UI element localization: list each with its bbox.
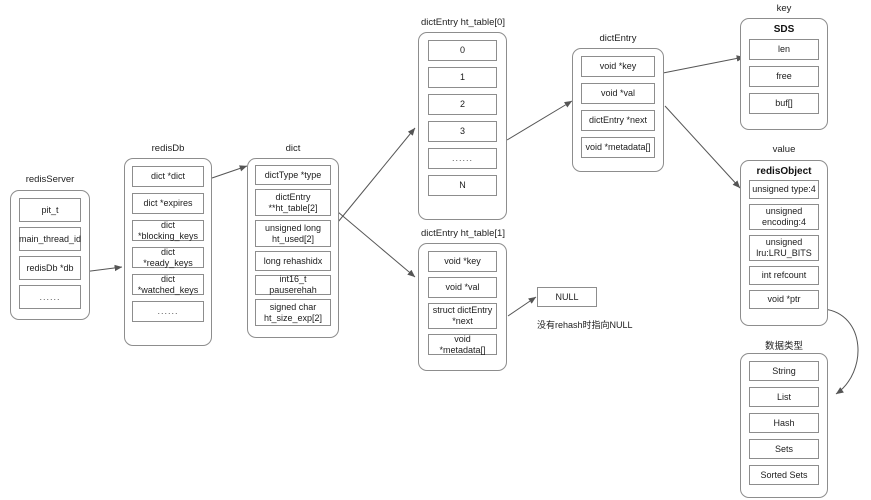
key-field-0: len (749, 39, 819, 60)
redisServer-group: pit_t main_thread_id redisDb *db ...... (10, 190, 90, 320)
redisServer-field-2: redisDb *db (19, 256, 81, 280)
dict-field-5: signed char ht_size_exp[2] (255, 299, 331, 326)
dataTypes-item-0: String (749, 361, 819, 381)
redisDb-field-1: dict *expires (132, 193, 204, 214)
htTable1-group: void *key void *val struct dictEntry *ne… (418, 243, 507, 371)
dict-label: dict (285, 143, 301, 154)
value-field-4: void *ptr (749, 290, 819, 309)
dataTypes-group: String List Hash Sets Sorted Sets (740, 353, 828, 498)
value-label: value (772, 144, 796, 155)
value-group: redisObject unsigned type:4 unsigned enc… (740, 160, 828, 326)
dict-field-0: dictType *type (255, 165, 331, 185)
value-field-3: int refcount (749, 266, 819, 285)
key-field-1: free (749, 66, 819, 87)
dict-field-4: int16_t pauserehah (255, 274, 331, 295)
connector-key-to-sds (662, 55, 745, 74)
connector-db-to-dict (211, 165, 248, 179)
dataTypes-item-3: Sets (749, 439, 819, 459)
connector-ht1-to-null (507, 296, 537, 317)
dataTypes-label: 数据类型 (764, 341, 803, 352)
dictEntry-field-3: void *metadata[] (581, 137, 655, 158)
htTable0-label: dictEntry ht_table[0] (421, 17, 505, 28)
value-title: redisObject (756, 166, 812, 177)
connector-ptr-to-datatypes (823, 308, 859, 395)
value-field-1: unsigned encoding:4 (749, 204, 819, 230)
dataTypes-item-1: List (749, 387, 819, 407)
htTable1-field-3: void *metadata[] (428, 334, 497, 355)
dictEntry-field-0: void *key (581, 56, 655, 77)
htTable1-field-2: struct dictEntry *next (428, 303, 497, 329)
htTable0-slot-2: 2 (428, 94, 497, 115)
dict-field-3: long rehashidx (255, 251, 331, 271)
redisDb-field-2: dict *blocking_keys (132, 220, 204, 241)
htTable0-slot-1: 1 (428, 67, 497, 88)
key-field-2: buf[] (749, 93, 819, 114)
dataTypes-item-2: Hash (749, 413, 819, 433)
dict-field-1: dictEntry **ht_table[2] (255, 189, 331, 216)
htTable1-field-0: void *key (428, 251, 497, 272)
no-rehash-note: 没有rehash时指向NULL (537, 320, 633, 330)
dict-group: dictType *type dictEntry **ht_table[2] u… (247, 158, 339, 338)
value-field-2: unsigned lru:LRU_BITS (749, 235, 819, 261)
connector-val-to-object (664, 105, 741, 189)
redisDb-field-0: dict *dict (132, 166, 204, 187)
htTable0-slot-4: ...... (428, 148, 497, 169)
value-field-0: unsigned type:4 (749, 180, 819, 199)
redisServer-label: redisServer (25, 174, 75, 185)
dictEntry-group: void *key void *val dictEntry *next void… (572, 48, 664, 172)
dictEntry-label: dictEntry (599, 33, 637, 44)
redisServer-field-1: main_thread_id (19, 227, 81, 251)
key-group: SDS len free buf[] (740, 18, 828, 130)
connector-ht0-to-dictentry (506, 100, 573, 141)
redisServer-field-3: ...... (19, 285, 81, 309)
dict-field-2: unsigned long ht_used[2] (255, 220, 331, 247)
htTable0-slot-5: N (428, 175, 497, 196)
null-box: NULL (537, 287, 597, 307)
htTable0-slot-0: 0 (428, 40, 497, 61)
key-title: SDS (773, 24, 795, 35)
redisDb-field-3: dict *ready_keys (132, 247, 204, 268)
htTable1-label: dictEntry ht_table[1] (421, 228, 505, 239)
connector-dict-to-ht1 (337, 211, 416, 278)
dictEntry-field-2: dictEntry *next (581, 110, 655, 131)
key-label: key (776, 3, 792, 14)
dataTypes-item-4: Sorted Sets (749, 465, 819, 485)
dictEntry-field-1: void *val (581, 83, 655, 104)
redisDb-field-5: ...... (132, 301, 204, 322)
htTable0-group: 0 1 2 3 ...... N (418, 32, 507, 220)
redisDb-label: redisDb (151, 143, 185, 154)
htTable0-slot-3: 3 (428, 121, 497, 142)
connector-dict-to-ht0 (337, 127, 416, 223)
htTable1-field-1: void *val (428, 277, 497, 298)
redisDb-group: dict *dict dict *expires dict *blocking_… (124, 158, 212, 346)
redisDb-field-4: dict *watched_keys (132, 274, 204, 295)
redisServer-field-0: pit_t (19, 198, 81, 222)
